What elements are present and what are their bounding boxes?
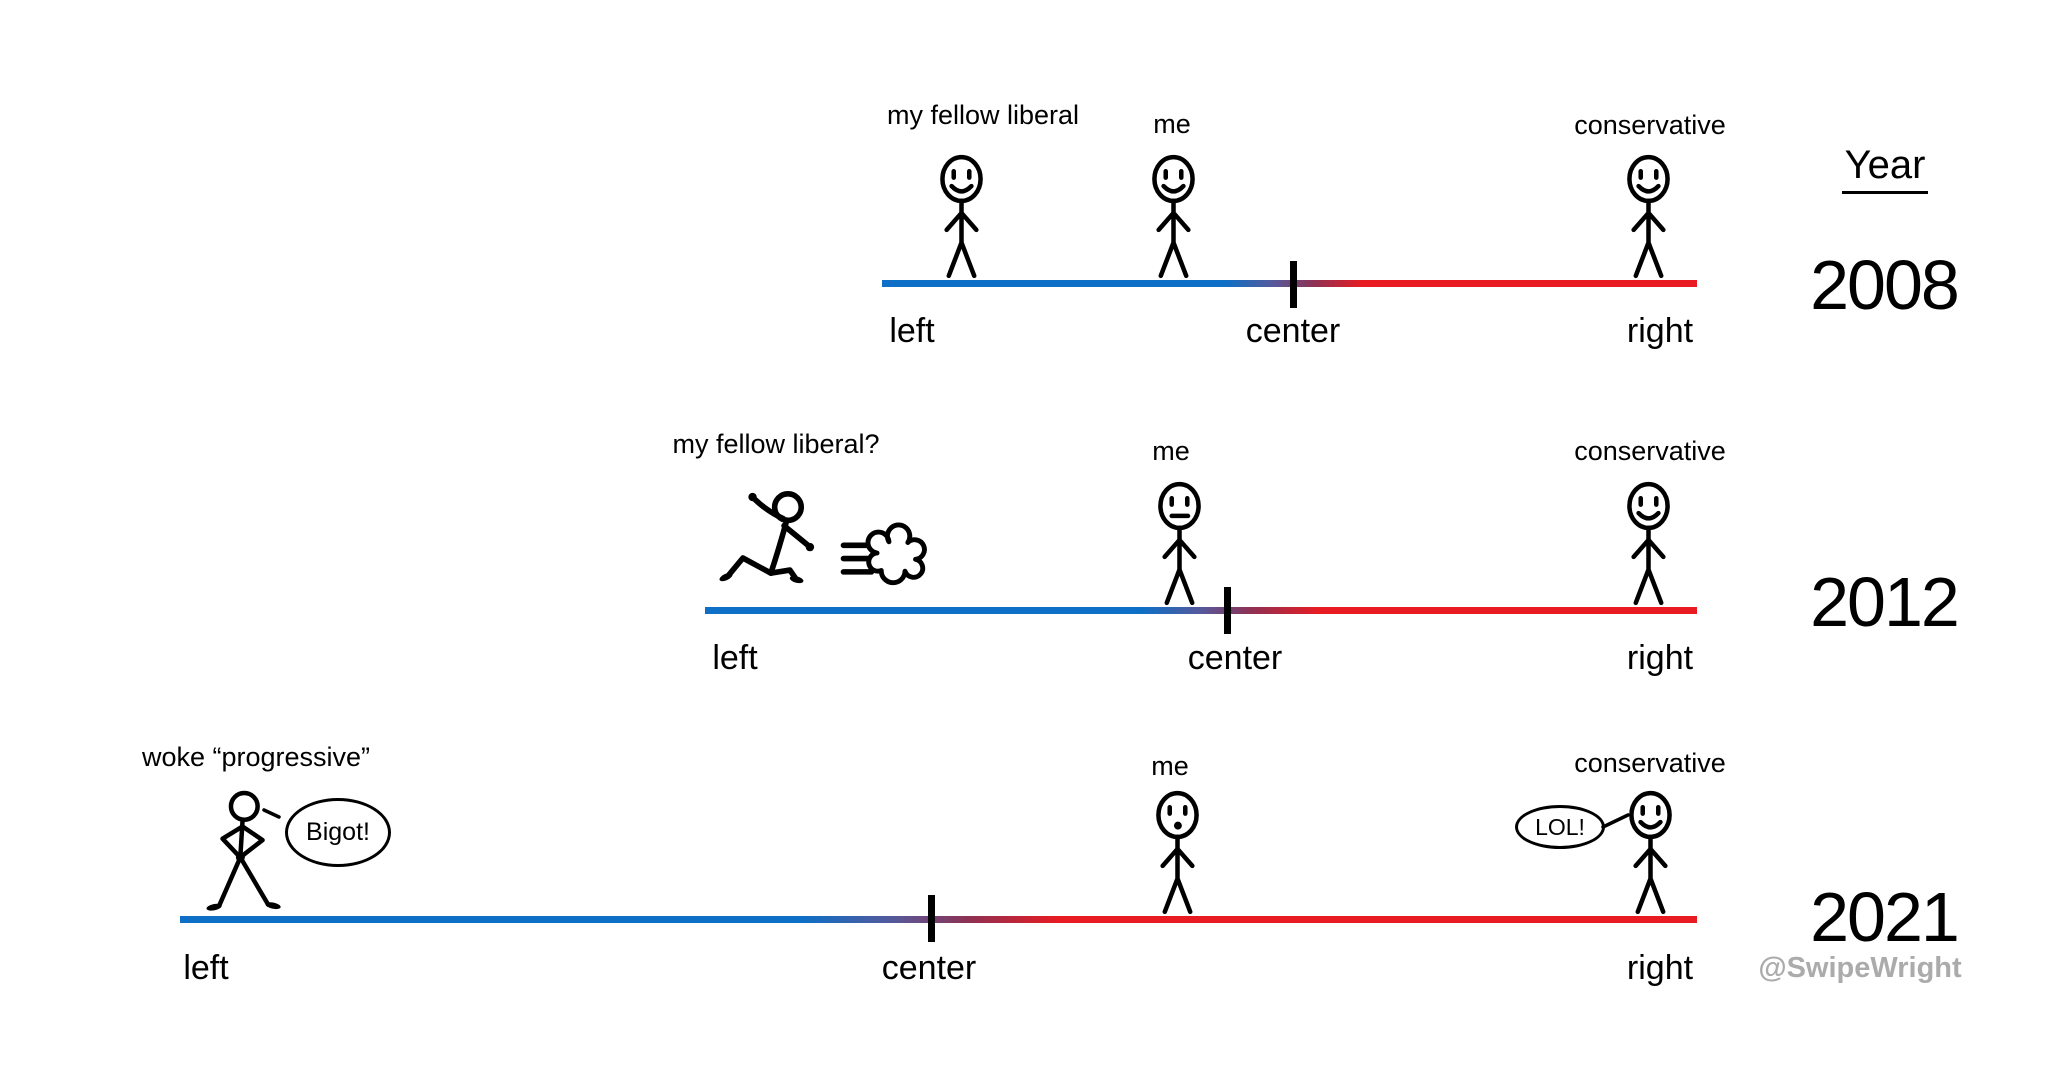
axis-label-left: left xyxy=(183,949,229,987)
watermark-handle: @SwipeWright xyxy=(1758,952,1962,984)
stick-figure-neutral-icon xyxy=(1158,481,1201,606)
speech-bubble-bigot: Bigot! xyxy=(285,798,391,867)
center-tick xyxy=(928,895,935,942)
figure-label-conservative: conservative xyxy=(1574,110,1726,140)
stick-figure-smiling-icon xyxy=(1627,481,1670,606)
figure-label-liberal: my fellow liberal? xyxy=(672,429,880,459)
stick-figure-surprised-icon xyxy=(1156,790,1199,915)
axis-label-right: right xyxy=(1626,312,1694,350)
figure-label-me: me xyxy=(1152,436,1190,466)
stick-figure-smiling-icon xyxy=(1627,154,1670,279)
figure-label-me: me xyxy=(1151,751,1189,781)
stick-figure-smiling-icon xyxy=(940,154,983,279)
center-tick xyxy=(1290,261,1297,308)
axis-label-left: left xyxy=(712,639,758,677)
stick-figure-running-icon xyxy=(719,491,927,586)
stick-figure-smiling-icon xyxy=(1152,154,1195,279)
axis-label-left: left xyxy=(889,312,935,350)
speech-bubble-lol: LOL! xyxy=(1515,805,1605,849)
speech-bubble-tail xyxy=(262,808,281,819)
axis-label-right: right xyxy=(1626,949,1694,987)
political-spectrum-line xyxy=(180,916,1697,923)
political-spectrum-line xyxy=(882,280,1697,287)
speech-bubble-tail xyxy=(1601,813,1630,829)
year-label-2012: 2012 xyxy=(1810,563,1960,641)
year-column-header: Year xyxy=(1785,143,1985,194)
figure-label-liberal: my fellow liberal xyxy=(886,100,1080,130)
axis-label-center: center xyxy=(1245,312,1341,350)
axis-label-center: center xyxy=(1187,639,1283,677)
figure-label-conservative: conservative xyxy=(1574,748,1726,778)
figure-label-me: me xyxy=(1153,109,1191,139)
figure-label-progressive: woke “progressive” xyxy=(141,742,371,772)
axis-label-center: center xyxy=(881,949,977,987)
stick-figure-akimbo-icon xyxy=(206,790,281,911)
stick-figure-smiling-icon xyxy=(1629,790,1672,915)
year-label-2021: 2021 xyxy=(1810,878,1960,956)
figure-label-conservative: conservative xyxy=(1574,436,1726,466)
year-label-2008: 2008 xyxy=(1810,246,1960,324)
center-tick xyxy=(1224,587,1231,634)
political-spectrum-line xyxy=(705,607,1697,614)
dust-cloud-icon xyxy=(865,522,927,586)
axis-label-right: right xyxy=(1626,639,1694,677)
